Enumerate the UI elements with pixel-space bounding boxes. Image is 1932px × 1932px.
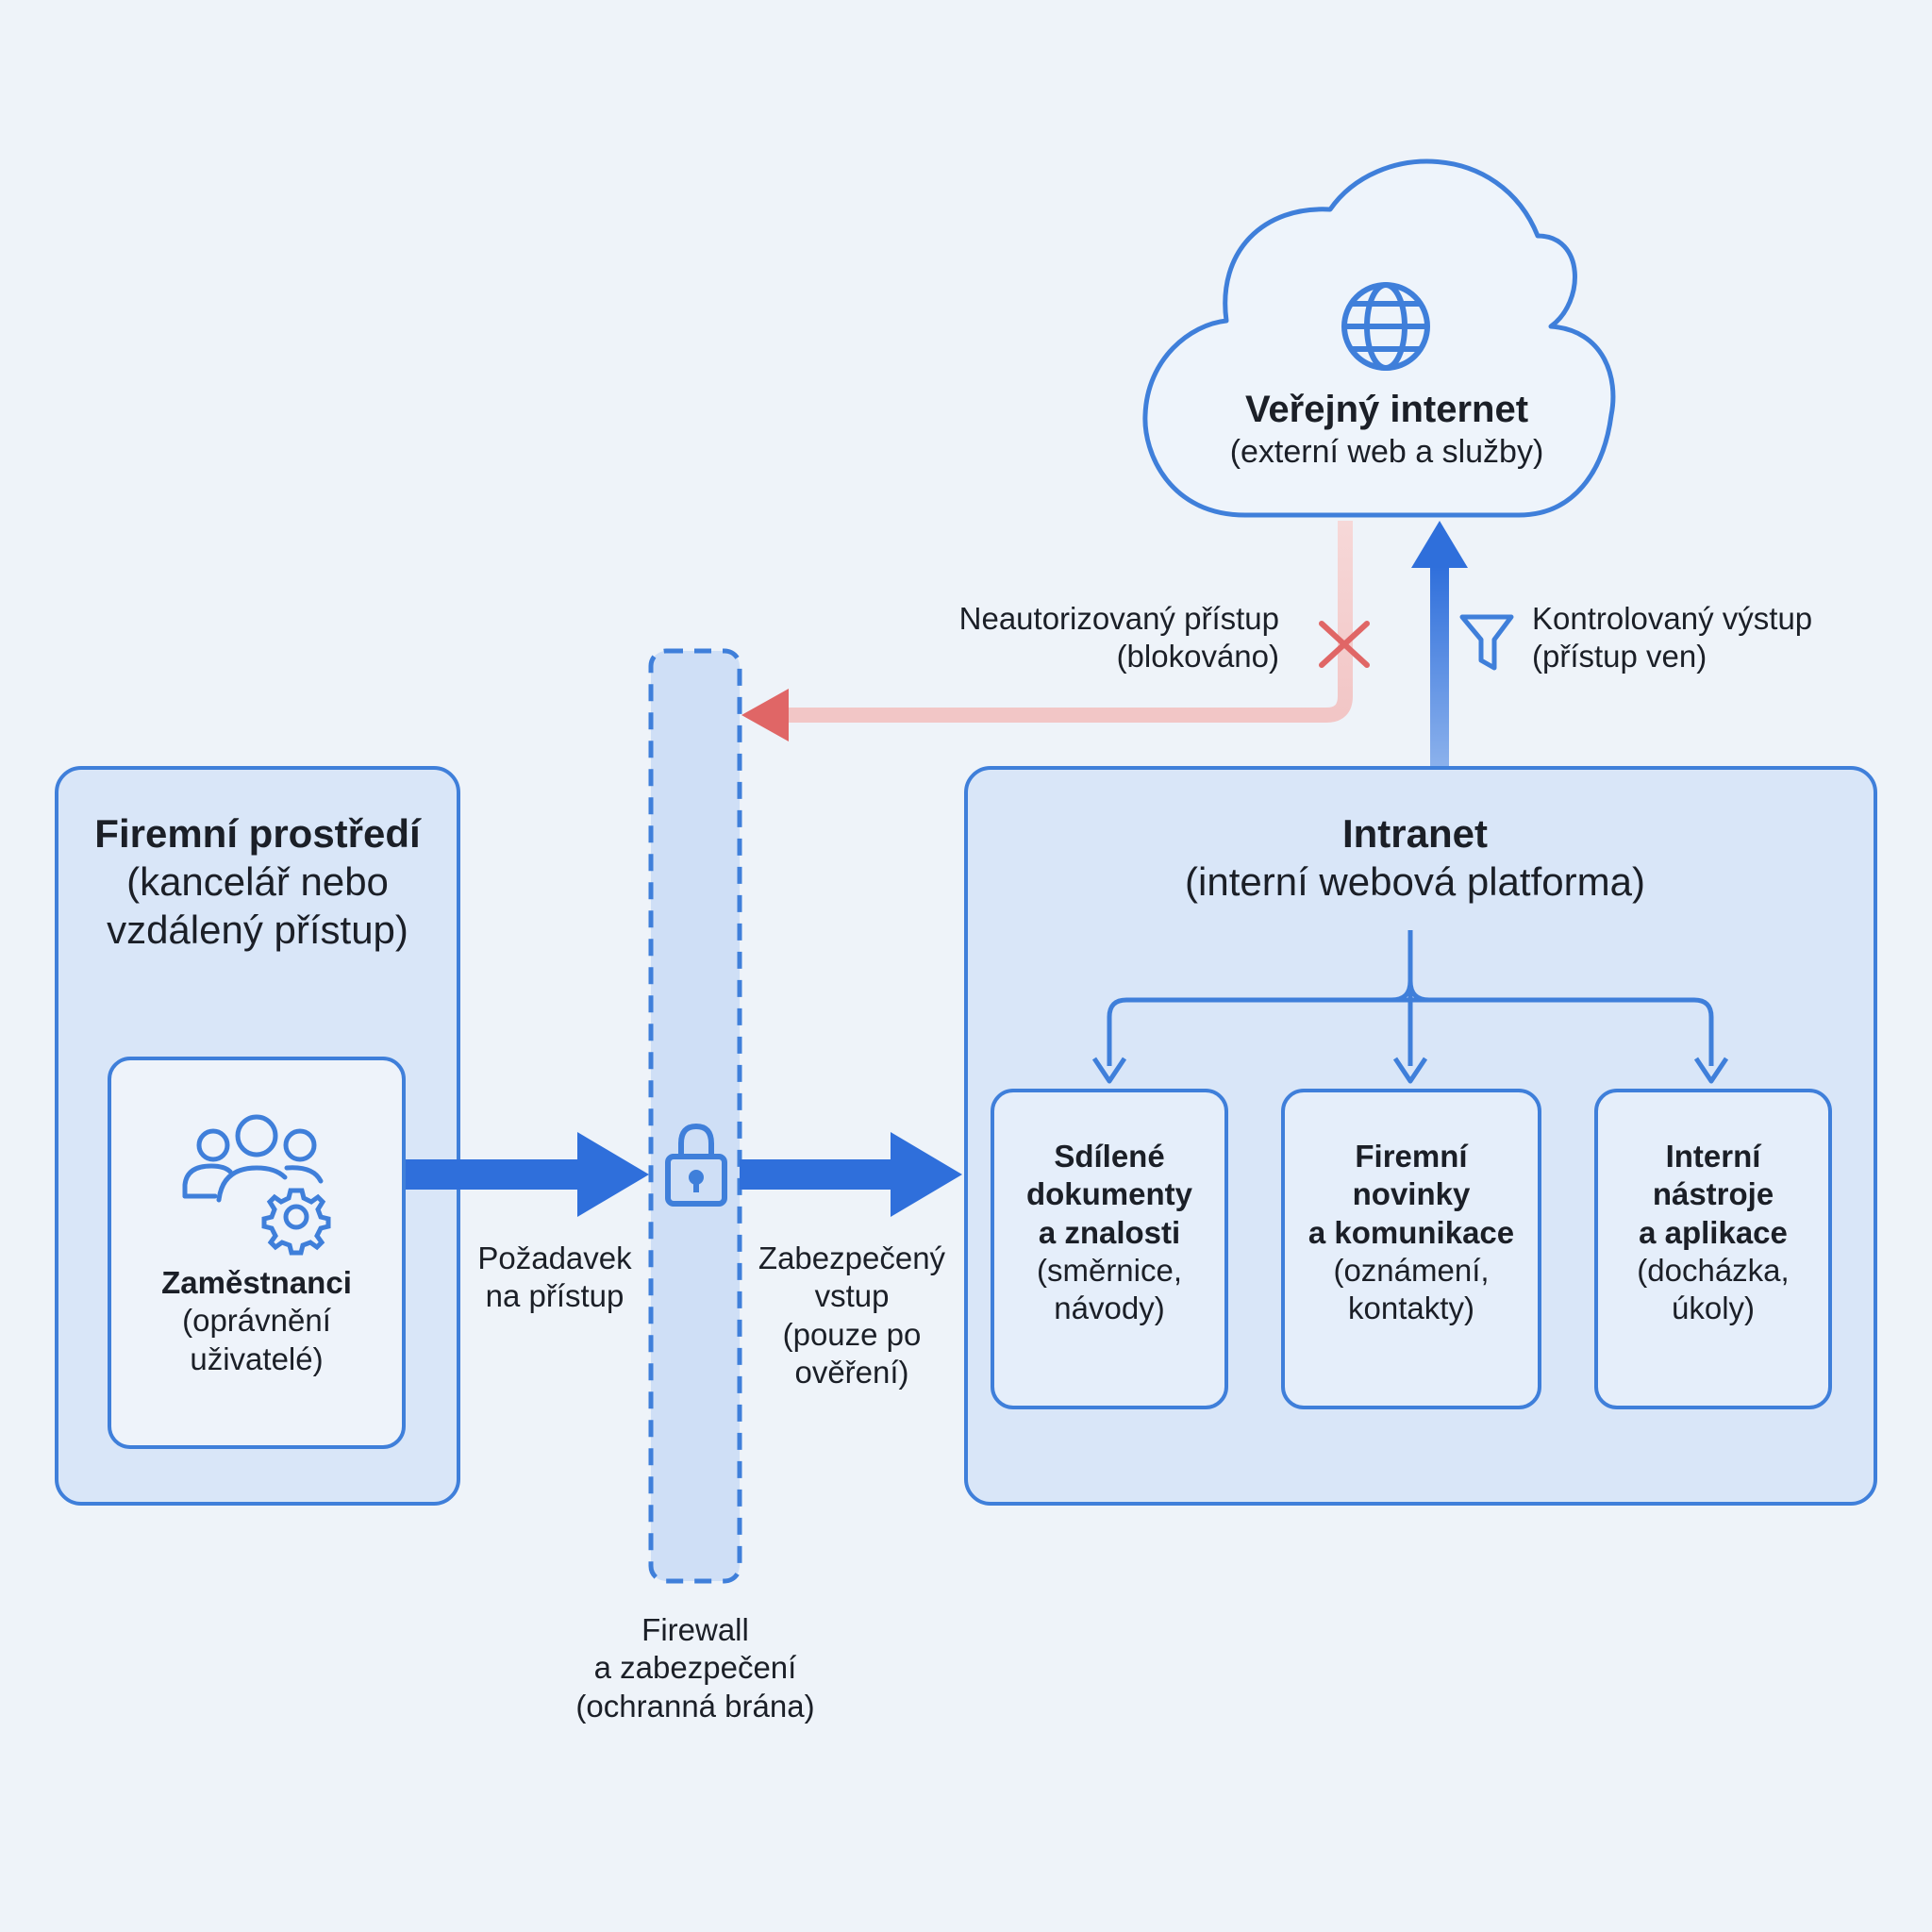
secure-entry-line4: ověření): [794, 1354, 909, 1390]
module-card-tools: [1594, 1089, 1832, 1409]
module-tools-l4: (docházka,: [1637, 1252, 1790, 1288]
blocked-x-icon: [1319, 621, 1370, 668]
employees-card: [108, 1057, 406, 1449]
gear-icon: [261, 1188, 331, 1256]
blocked-line2: (blokováno): [1116, 639, 1279, 675]
corporate-sub1: (kancelář nebo: [126, 859, 389, 905]
globe-icon: [1341, 282, 1430, 371]
filter-icon: [1459, 614, 1514, 671]
intranet-tree-connectors: [1091, 930, 1729, 1084]
module-news-l4: (oznámení,: [1333, 1252, 1490, 1288]
firewall-line2: a zabezpečení: [593, 1650, 797, 1686]
firewall-label: Firewall a zabezpečení (ochranná brána): [528, 1611, 862, 1725]
intranet-subtitle: (interní webová platforma): [1185, 859, 1645, 905]
request-arrow: [406, 1132, 649, 1217]
internet-cloud-shape: [1142, 158, 1616, 518]
intranet-title: Intranet: [1341, 811, 1488, 856]
module-documents-l5: návody): [1054, 1291, 1165, 1325]
module-card-documents: [991, 1089, 1228, 1409]
module-tools-l5: úkoly): [1671, 1291, 1756, 1325]
firewall-line3: (ochranná brána): [575, 1688, 815, 1724]
request-label: Požadavek na přístup: [462, 1240, 647, 1316]
request-line2: na přístup: [485, 1278, 625, 1314]
firewall-column: [648, 648, 742, 1584]
corporate-sub2: vzdálený přístup): [107, 908, 408, 953]
egress-line2: (přístup ven): [1532, 639, 1707, 675]
intranet-label: Intranet (interní webová platforma): [1038, 809, 1792, 906]
module-tools-l3: a aplikace: [1639, 1214, 1788, 1250]
controlled-egress-arrow: [1411, 521, 1468, 766]
internet-title: Veřejný internet: [1244, 389, 1529, 430]
module-news-l2: novinky: [1352, 1176, 1471, 1212]
lock-icon: [665, 1123, 727, 1207]
secure-entry-line2: vstup: [814, 1278, 890, 1314]
module-tools-l1: Interní: [1665, 1139, 1761, 1174]
module-news-l3: a komunikace: [1307, 1214, 1515, 1250]
secure-entry-arrow: [740, 1132, 962, 1217]
module-documents-l4: (směrnice,: [1036, 1252, 1183, 1288]
employees-title: Zaměstnanci: [161, 1265, 352, 1300]
blocked-line1: Neautorizovaný přístup: [958, 601, 1279, 636]
blocked-access-arrow: [741, 521, 1353, 741]
module-tools-l2: nástroje: [1652, 1176, 1774, 1212]
module-documents-l1: Sdílené: [1054, 1139, 1165, 1174]
egress-label: Kontrolovaný výstup (přístup ven): [1532, 600, 1909, 676]
request-line1: Požadavek: [477, 1241, 632, 1275]
employees-sub1: (oprávnění: [182, 1303, 331, 1339]
secure-entry-line1: Zabezpečený: [758, 1241, 946, 1275]
employees-icon: [182, 1114, 324, 1203]
egress-line1: Kontrolovaný výstup: [1532, 601, 1813, 636]
module-card-news: [1281, 1089, 1541, 1409]
module-documents-l2: dokumenty: [1025, 1176, 1193, 1212]
employees-label: Zaměstnanci (oprávnění uživatelé): [111, 1264, 402, 1378]
blocked-label: Neautorizovaný přístup (blokováno): [877, 600, 1279, 676]
module-label-news: Firemní novinky a komunikace (oznámení, …: [1285, 1138, 1538, 1327]
module-label-tools: Interní nástroje a aplikace (docházka, ú…: [1598, 1138, 1828, 1327]
module-documents-l3: a znalosti: [1038, 1214, 1181, 1250]
secure-entry-label: Zabezpečený vstup (pouze po ověření): [745, 1240, 958, 1391]
employees-sub2: uživatelé): [190, 1341, 324, 1376]
corporate-title: Firemní prostředí: [94, 811, 421, 856]
internet-subtitle: (externí web a služby): [1229, 433, 1544, 470]
module-label-documents: Sdílené dokumenty a znalosti (směrnice, …: [994, 1138, 1224, 1327]
corporate-label: Firemní prostředí (kancelář nebo vzdálen…: [58, 809, 457, 955]
internet-label: Veřejný internet (externí web a služby): [1179, 387, 1594, 472]
module-news-l1: Firemní: [1355, 1139, 1468, 1174]
module-news-l5: kontakty): [1348, 1291, 1474, 1325]
firewall-line1: Firewall: [641, 1612, 749, 1647]
secure-entry-line3: (pouze po: [782, 1316, 922, 1352]
